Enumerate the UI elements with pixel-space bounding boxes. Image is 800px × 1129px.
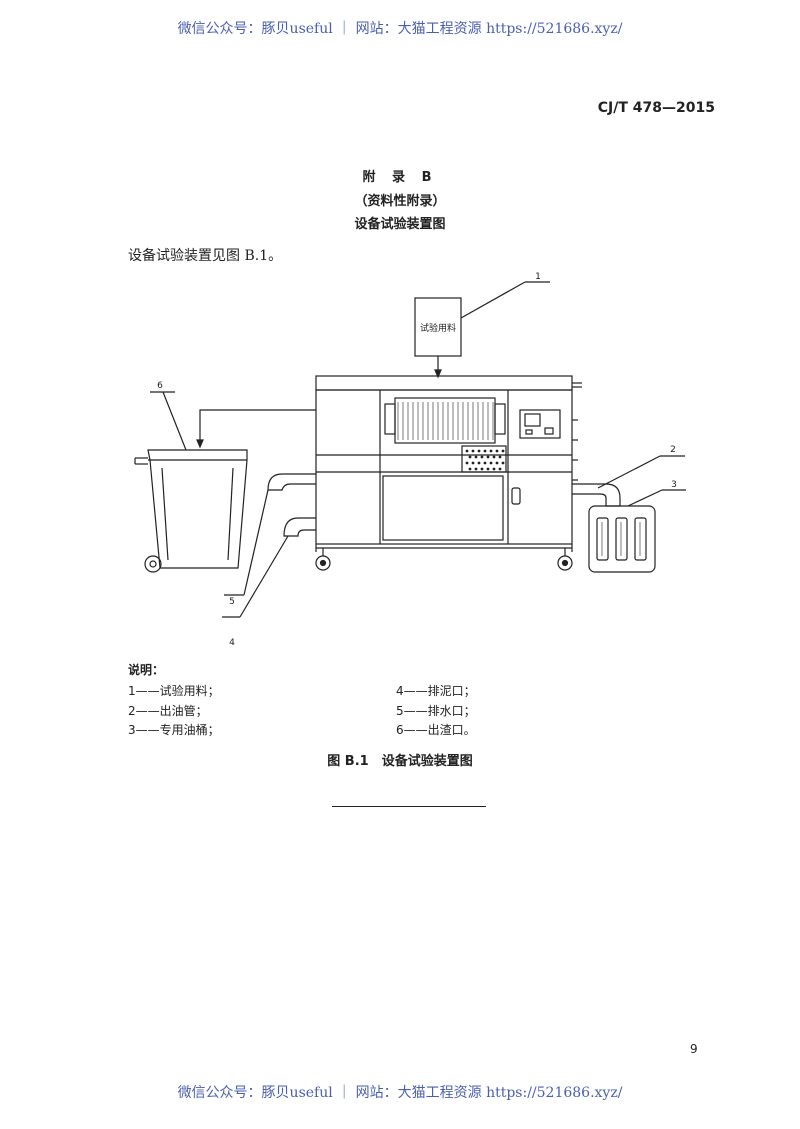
waste-bin — [147, 449, 248, 569]
control-panel — [519, 409, 561, 439]
end-divider — [332, 806, 486, 807]
callout-6: 6 — [157, 381, 163, 391]
legend-item-5: 5——排水口； — [396, 704, 476, 718]
annex-title: 附 录 B — [362, 170, 438, 185]
body-text: 设备试验装置见图 B.1。 — [128, 248, 283, 264]
callout-4: 4 — [229, 638, 235, 648]
legend-item-6: 6——出渣口。 — [396, 723, 476, 737]
watermark-top: 微信公众号：豚贝useful ｜ 网站：大猫工程资源 https://52168… — [177, 21, 623, 37]
equipment-diagram: 试验用料 1 — [134, 272, 686, 648]
annex-subtitle: （资料性附录） — [354, 194, 446, 209]
oil-tank — [588, 505, 656, 573]
callout-5: 5 — [229, 597, 235, 607]
figure-caption: 图 B.1 设备试验装置图 — [327, 754, 473, 769]
material-box-label: 试验用料 — [420, 322, 456, 334]
callout-2: 2 — [670, 445, 676, 455]
machine-top-plate — [315, 375, 573, 391]
legend-item-3: 3——专用油桶； — [128, 723, 220, 737]
page-number: 9 — [690, 1042, 698, 1056]
callout-3: 3 — [671, 480, 677, 490]
legend-item-4: 4——排泥口； — [396, 684, 476, 698]
legend-title: 说明： — [128, 663, 165, 677]
callout-1: 1 — [535, 272, 541, 282]
watermark-bottom: 微信公众号：豚贝useful ｜ 网站：大猫工程资源 https://52168… — [177, 1085, 623, 1101]
standard-code: CJ/T 478—2015 — [597, 100, 715, 116]
annex-name: 设备试验装置图 — [354, 217, 446, 232]
machine-body — [315, 389, 573, 545]
legend-item-1: 1——试验用料； — [128, 684, 220, 698]
legend-item-2: 2——出油管； — [128, 704, 208, 718]
